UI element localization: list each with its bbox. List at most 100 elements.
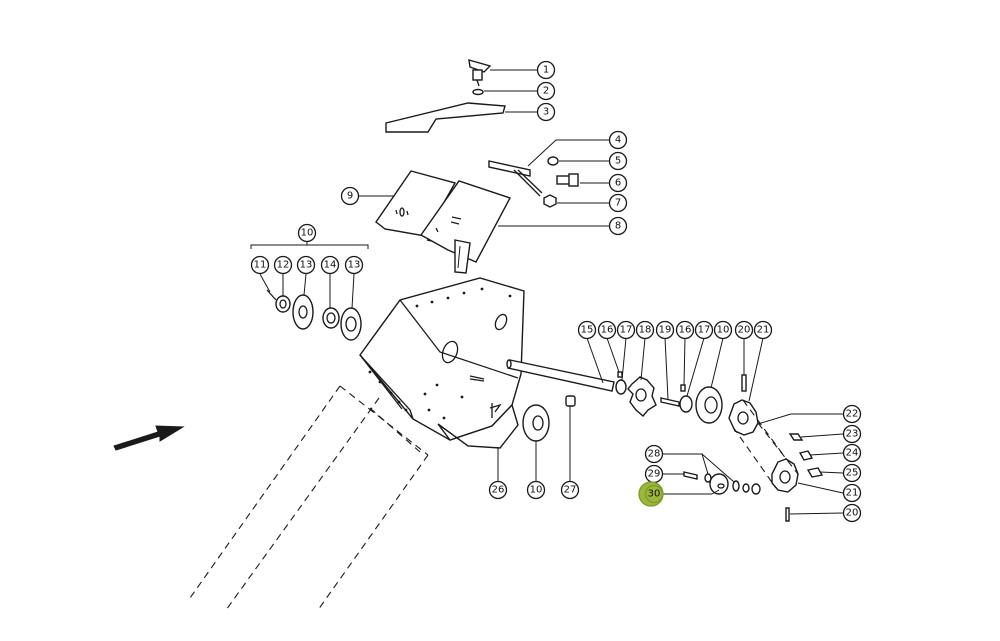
svg-text:7: 7 <box>615 198 621 209</box>
svg-text:28: 28 <box>648 449 661 460</box>
svg-text:29: 29 <box>648 469 661 480</box>
nut-part <box>565 395 576 407</box>
tensioner-assembly <box>683 471 761 495</box>
callout-12: 12 <box>273 255 293 275</box>
pin-part <box>660 397 680 407</box>
washer-part <box>547 156 559 166</box>
svg-text:25: 25 <box>846 468 859 479</box>
svg-text:1: 1 <box>543 65 549 76</box>
callout-21-b: 21 <box>842 483 862 503</box>
collar-part <box>679 395 693 413</box>
callout-25: 25 <box>842 463 862 483</box>
gearbox-housing <box>359 277 525 449</box>
callout-group: 1 2 3 4 5 6 7 8 9 10 11 12 13 14 13 15 1… <box>250 60 862 523</box>
pin-part <box>741 374 747 392</box>
callout-17-b: 17 <box>694 320 714 340</box>
callout-11: 11 <box>250 255 270 275</box>
svg-text:23: 23 <box>846 429 859 440</box>
callout-10-c: 10 <box>526 480 546 500</box>
callout-4: 4 <box>608 130 628 150</box>
callout-20: 20 <box>734 320 754 340</box>
svg-text:20: 20 <box>738 325 751 336</box>
callout-15: 15 <box>577 320 597 340</box>
set-screw-part <box>680 384 686 392</box>
washer-part <box>472 88 484 96</box>
callout-21: 21 <box>753 320 773 340</box>
svg-text:14: 14 <box>324 260 337 271</box>
svg-text:5: 5 <box>615 156 621 167</box>
main-shaft-part <box>469 359 615 392</box>
callout-28: 28 <box>644 444 664 464</box>
callout-6: 6 <box>608 173 628 193</box>
svg-text:6: 6 <box>615 178 621 189</box>
callout-17: 17 <box>616 320 636 340</box>
callout-24: 24 <box>842 443 862 463</box>
svg-text:12: 12 <box>277 260 290 271</box>
front-flange-bearing-part <box>522 404 550 442</box>
svg-text:16: 16 <box>679 325 692 336</box>
rod-part <box>488 160 543 197</box>
svg-text:10: 10 <box>717 325 730 336</box>
callout-13: 13 <box>296 255 316 275</box>
svg-text:15: 15 <box>581 325 594 336</box>
svg-text:13: 13 <box>348 260 361 271</box>
guard-plate-part <box>419 180 512 274</box>
sprocket-part <box>627 376 657 417</box>
callout-14: 14 <box>320 255 340 275</box>
svg-text:17: 17 <box>620 325 633 336</box>
svg-text:11: 11 <box>254 260 267 271</box>
callout-7: 7 <box>608 193 628 213</box>
flange-bearing-part <box>695 386 723 424</box>
bolt-part <box>556 173 579 187</box>
callout-16: 16 <box>597 320 617 340</box>
callout-3: 3 <box>536 102 556 122</box>
svg-text:20: 20 <box>846 508 859 519</box>
upper-chain-sprocket <box>728 399 759 436</box>
svg-text:2: 2 <box>543 86 549 97</box>
callout-18: 18 <box>635 320 655 340</box>
callout-10-group: 10 <box>297 223 317 243</box>
callout-5: 5 <box>608 151 628 171</box>
svg-text:27: 27 <box>564 485 577 496</box>
svg-text:16: 16 <box>601 325 614 336</box>
cover-plate-part <box>385 102 506 133</box>
callout-19: 19 <box>655 320 675 340</box>
svg-text:21: 21 <box>757 325 770 336</box>
callout-2: 2 <box>536 81 556 101</box>
callout-23: 23 <box>842 424 862 444</box>
chain-link-parts <box>788 433 824 478</box>
callout-27: 27 <box>560 480 580 500</box>
callout-29: 29 <box>644 464 664 484</box>
svg-text:19: 19 <box>659 325 672 336</box>
svg-text:8: 8 <box>615 221 621 232</box>
left-bearing-assembly <box>266 289 362 341</box>
callout-26: 26 <box>488 480 508 500</box>
callout-10-b: 10 <box>713 320 733 340</box>
svg-text:10: 10 <box>530 485 543 496</box>
pin-part <box>785 507 790 522</box>
leader-lines <box>250 69 844 515</box>
housing-rivet-holes <box>368 287 512 420</box>
svg-text:10: 10 <box>301 228 314 239</box>
callout-1: 1 <box>536 60 556 80</box>
conveyor-outline-dashed <box>189 385 429 611</box>
wing-bolt-part <box>468 59 492 87</box>
drive-chain <box>732 399 799 489</box>
svg-text:30: 30 <box>648 489 661 500</box>
callout-16-b: 16 <box>675 320 695 340</box>
nut-part <box>543 194 557 208</box>
svg-text:9: 9 <box>347 191 353 202</box>
svg-text:22: 22 <box>846 409 859 420</box>
callout-13-b: 13 <box>344 255 364 275</box>
collar-part <box>615 379 627 395</box>
callout-8: 8 <box>608 216 628 236</box>
svg-text:24: 24 <box>846 448 859 459</box>
svg-text:18: 18 <box>639 325 652 336</box>
svg-text:26: 26 <box>492 485 505 496</box>
set-screw-part <box>617 371 623 378</box>
svg-text:17: 17 <box>698 325 711 336</box>
callout-30-highlighted[interactable]: 30 <box>638 481 664 507</box>
svg-text:13: 13 <box>300 260 313 271</box>
